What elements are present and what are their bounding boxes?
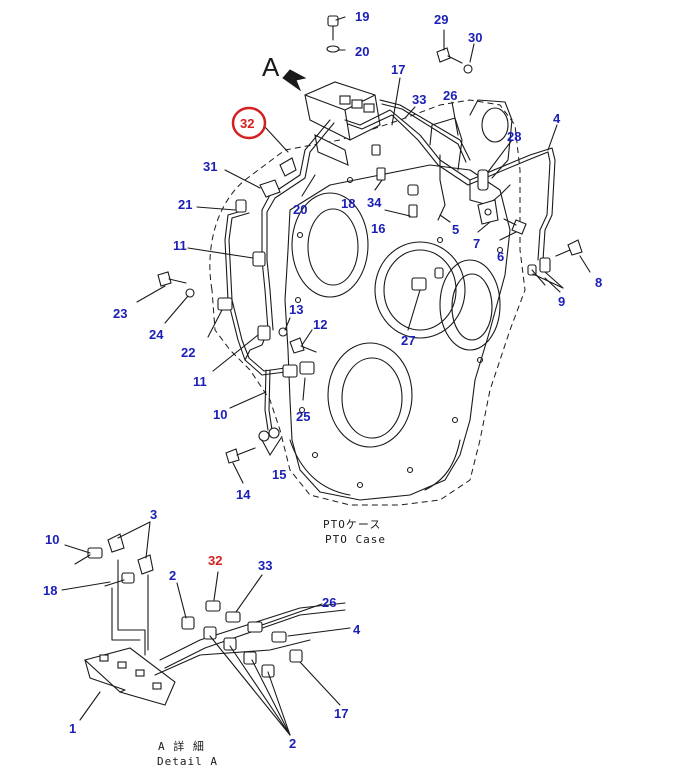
detail-a-parts (74, 533, 346, 706)
bolts (157, 15, 583, 464)
callout-15[interactable]: 15 (272, 467, 286, 482)
detail-callout-26[interactable]: 26 (322, 595, 336, 610)
callout-11b[interactable]: 11 (193, 374, 207, 389)
callout-9[interactable]: 9 (558, 294, 565, 309)
callout-30[interactable]: 30 (468, 30, 482, 45)
manifold-block (304, 81, 381, 166)
detail-callout-3[interactable]: 3 (150, 507, 157, 522)
detail-caption-en: Detail A (157, 755, 218, 768)
callout-26[interactable]: 26 (443, 88, 457, 103)
leader-lines (61, 16, 591, 736)
main-caption-jp: PTOケース (323, 518, 381, 531)
callout-27[interactable]: 27 (401, 333, 415, 348)
callout-20[interactable]: 20 (293, 202, 307, 217)
detail-callout-17[interactable]: 17 (334, 706, 348, 721)
detail-caption-jp: A 詳 細 (158, 739, 205, 753)
detail-callout-2[interactable]: 2 (169, 568, 176, 583)
callout-6[interactable]: 6 (497, 249, 504, 264)
main-caption-en: PTO Case (325, 533, 386, 546)
callout-18[interactable]: 18 (341, 196, 355, 211)
callout-10[interactable]: 10 (213, 407, 227, 422)
detail-callout-10[interactable]: 10 (45, 532, 59, 547)
callout-7[interactable]: 7 (473, 236, 480, 251)
callout-4[interactable]: 4 (553, 111, 561, 126)
pto-case-housing (209, 99, 526, 506)
callout-23[interactable]: 23 (113, 306, 127, 321)
callout-16[interactable]: 16 (371, 221, 385, 236)
callout-31[interactable]: 31 (203, 159, 217, 174)
view-label: A (262, 52, 280, 82)
callout-33[interactable]: 33 (412, 92, 426, 107)
callout-13[interactable]: 13 (289, 302, 303, 317)
detail-callout-32[interactable]: 32 (208, 553, 222, 568)
callout-32[interactable]: 32 (240, 116, 254, 131)
callout-14[interactable]: 14 (236, 487, 251, 502)
callout-24[interactable]: 24 (149, 327, 164, 342)
detail-callout-1[interactable]: 1 (69, 721, 76, 736)
callout-17[interactable]: 17 (391, 62, 405, 77)
highlight-circle (231, 106, 267, 140)
detail-callout-33[interactable]: 33 (258, 558, 272, 573)
callout-21[interactable]: 21 (178, 197, 192, 212)
callout-12[interactable]: 12 (313, 317, 327, 332)
detail-callout-18[interactable]: 18 (43, 583, 57, 598)
detail-callout-4[interactable]: 4 (353, 622, 361, 637)
callout-25[interactable]: 25 (296, 409, 310, 424)
callout-numbers: 19 20 29 30 17 33 26 4 32 28 31 21 20 18… (43, 9, 602, 751)
fittings (217, 144, 551, 442)
callout-11[interactable]: 11 (173, 238, 187, 253)
view-arrow-a: A (262, 52, 307, 92)
detail-callout-2b[interactable]: 2 (289, 736, 296, 751)
callout-8[interactable]: 8 (595, 275, 602, 290)
callout-29[interactable]: 29 (434, 12, 448, 27)
callout-20[interactable]: 20 (355, 44, 369, 59)
callout-34[interactable]: 34 (367, 195, 382, 210)
callout-22[interactable]: 22 (181, 345, 195, 360)
callout-28[interactable]: 28 (507, 129, 521, 144)
callout-19[interactable]: 19 (355, 9, 369, 24)
callout-5[interactable]: 5 (452, 222, 459, 237)
captions: PTOケース PTO Case A 詳 細 Detail A (157, 518, 386, 768)
